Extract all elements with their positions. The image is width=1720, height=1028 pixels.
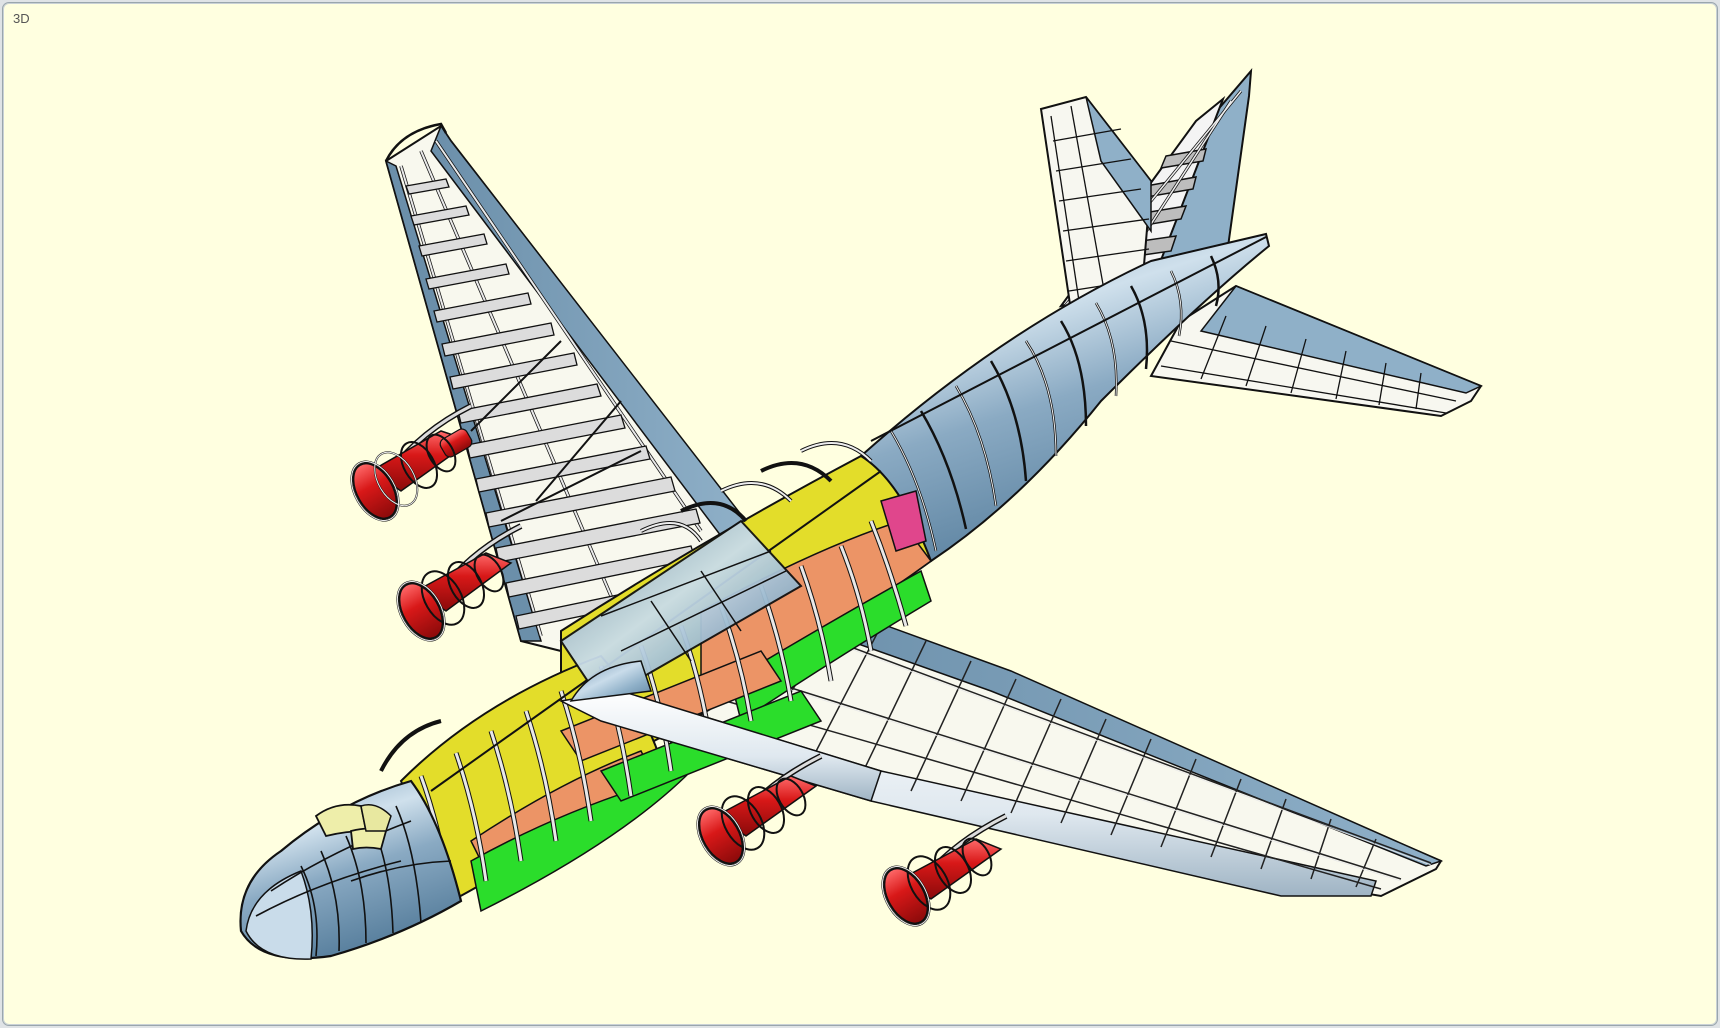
right-horizontal-stabilizer[interactable] bbox=[1149, 284, 1483, 418]
engine-1[interactable] bbox=[342, 403, 474, 529]
view-mode-label: 3D bbox=[13, 11, 30, 26]
fuselage[interactable] bbox=[379, 232, 1271, 913]
nose-section[interactable] bbox=[239, 779, 463, 960]
aft-fuselage bbox=[859, 232, 1271, 563]
left-wing[interactable] bbox=[384, 122, 748, 653]
engine-4[interactable] bbox=[873, 813, 1008, 934]
aircraft-model[interactable] bbox=[3, 3, 1717, 1025]
cockpit bbox=[314, 803, 392, 851]
left-horizontal-stabilizer[interactable] bbox=[1039, 95, 1153, 313]
engine-2[interactable] bbox=[388, 523, 523, 649]
engine-3[interactable] bbox=[688, 753, 823, 874]
